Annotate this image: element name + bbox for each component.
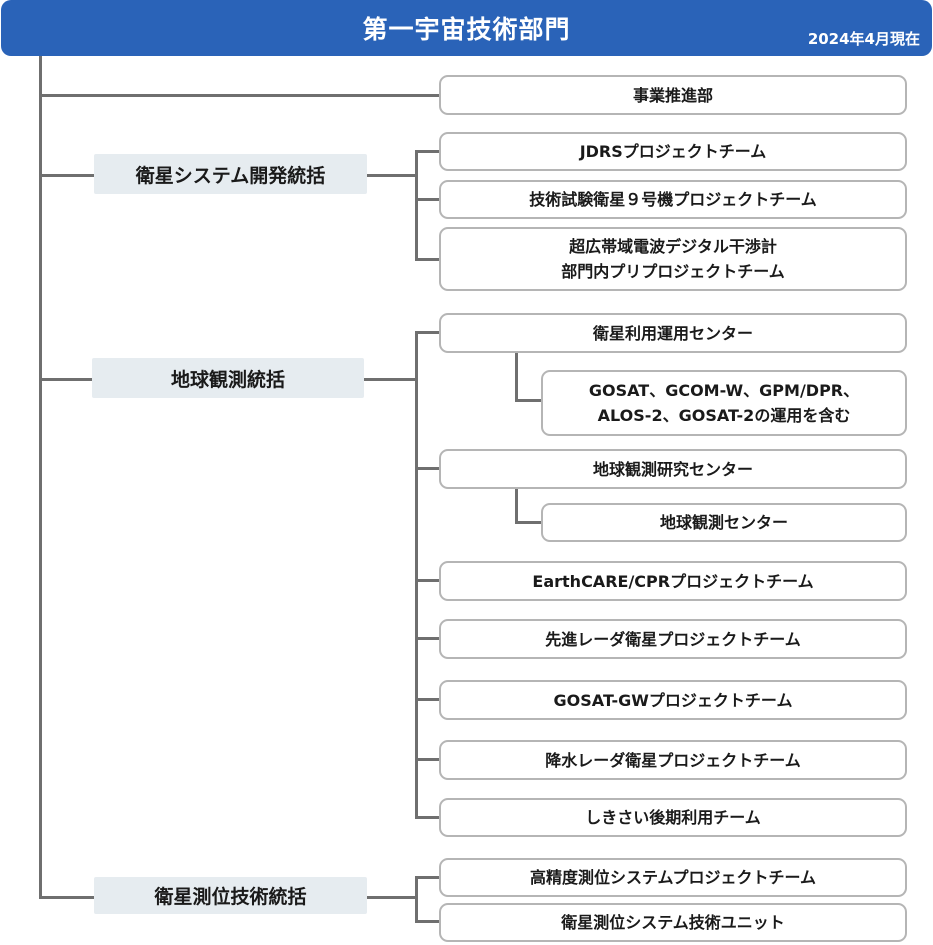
unit-label-line-1: GOSAT、GCOM-W、GPM/DPR、: [588, 381, 860, 400]
tick-g1-u1: [415, 150, 439, 153]
connector-group-3: [39, 896, 94, 899]
unit-label: EarthCARE/CPRプロジェクトチーム: [532, 571, 814, 591]
tick-g1-u3: [415, 258, 439, 261]
unit-label: 高精度測位システムプロジェクトチーム: [529, 868, 817, 887]
connector-direct-unit: [39, 94, 439, 97]
unit-box-shikisai-late-utilization-team: しきさい後期利用チーム: [439, 798, 907, 837]
tick-g1-u2: [415, 198, 439, 201]
group-label-earth-observation: 地球観測統括: [92, 358, 364, 398]
department-title: 第一宇宙技術部門: [362, 15, 571, 44]
unit-label: 地球観測研究センター: [592, 459, 753, 479]
as-of-date: 2024年4月現在: [807, 30, 920, 48]
bracket-group-1: [415, 150, 418, 261]
unit-box-jigyo-suishinbu: 事業推進部: [439, 75, 907, 115]
unit-label: 降水レーダ衛星プロジェクトチーム: [545, 750, 801, 770]
connector-group-3-out: [367, 896, 417, 899]
main-trunk-line: [39, 56, 42, 899]
tick-g2-u3: [415, 467, 439, 470]
group-label-satellite-positioning: 衛星測位技術統括: [94, 877, 367, 914]
unit-label: しきさい後期利用チーム: [585, 808, 761, 827]
sub-line-g2-u1: [515, 352, 518, 402]
unit-box-earth-observation-research-center: 地球観測研究センター: [439, 449, 907, 489]
unit-box-jdrs-project: JDRSプロジェクトチーム: [439, 132, 907, 171]
unit-box-ets9-project: 技術試験衛星９号機プロジェクトチーム: [439, 180, 907, 219]
tick-g2-u6: [415, 637, 439, 640]
unit-box-gosat-gw-project: GOSAT-GWプロジェクトチーム: [439, 680, 907, 720]
unit-label-line-2: 部門内プリプロジェクトチーム: [561, 262, 785, 281]
sub-unit-box-operations-note: GOSAT、GCOM-W、GPM/DPR、 ALOS-2、GOSAT-2の運用を…: [541, 370, 907, 436]
unit-label: JDRSプロジェクトチーム: [579, 142, 767, 161]
bracket-group-2: [415, 331, 418, 819]
sub-line-g2-u3: [515, 488, 518, 524]
sub-tick-g2-u1: [515, 399, 541, 402]
unit-box-earthcare-cpr-project: EarthCARE/CPRプロジェクトチーム: [439, 561, 907, 601]
unit-box-high-precision-positioning-project: 高精度測位システムプロジェクトチーム: [439, 858, 907, 897]
tick-g2-u1: [415, 331, 439, 334]
tick-g2-u7: [415, 698, 439, 701]
unit-box-precipitation-radar-satellite-project: 降水レーダ衛星プロジェクトチーム: [439, 740, 907, 780]
connector-group-2: [39, 378, 92, 381]
unit-label-line-1: 超広帯域電波デジタル干渉計: [569, 237, 777, 256]
unit-label: 技術試験衛星９号機プロジェクトチーム: [529, 190, 817, 209]
connector-group-1-out: [367, 174, 417, 177]
tick-g3-u1: [415, 876, 439, 879]
tick-g2-u5: [415, 579, 439, 582]
unit-label: 事業推進部: [632, 85, 713, 105]
department-header: 第一宇宙技術部門 2024年4月現在: [1, 0, 932, 56]
tick-g2-u8: [415, 758, 439, 761]
tick-g3-u2: [415, 920, 439, 923]
sub-unit-box-earth-observation-center: 地球観測センター: [541, 503, 907, 542]
bracket-group-3: [415, 876, 418, 923]
unit-label: 地球観測センター: [659, 513, 788, 532]
group-label-satellite-system-development: 衛星システム開発統括: [94, 154, 367, 194]
tick-g2-u9: [415, 816, 439, 819]
unit-label: 衛星利用運用センター: [592, 323, 753, 343]
unit-label: 衛星測位システム技術ユニット: [561, 913, 785, 932]
connector-group-2-out: [364, 378, 417, 381]
unit-box-positioning-system-technology-unit: 衛星測位システム技術ユニット: [439, 903, 907, 942]
unit-label: GOSAT-GWプロジェクトチーム: [553, 690, 793, 710]
connector-group-1: [39, 174, 94, 177]
unit-label: 先進レーダ衛星プロジェクトチーム: [545, 629, 801, 649]
unit-box-uwb-interferometer-preproject: 超広帯域電波デジタル干渉計 部門内プリプロジェクトチーム: [439, 227, 907, 291]
sub-tick-g2-u3: [515, 521, 541, 524]
unit-label-line-2: ALOS-2、GOSAT-2の運用を含む: [597, 406, 851, 425]
unit-box-satellite-applications-operations-center: 衛星利用運用センター: [439, 313, 907, 353]
unit-box-advanced-radar-satellite-project: 先進レーダ衛星プロジェクトチーム: [439, 619, 907, 659]
